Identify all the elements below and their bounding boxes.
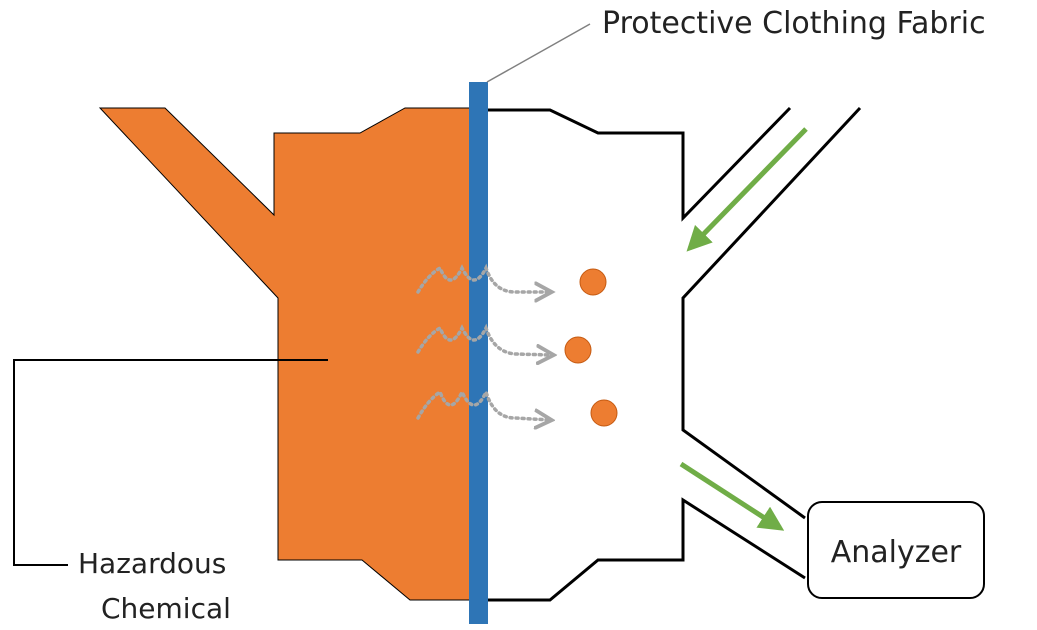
- flow-in-arrow: [686, 127, 808, 252]
- collection-chamber-outline: [486, 106, 862, 602]
- analyzer-box: [807, 501, 985, 599]
- fabric-label: Protective Clothing Fabric: [602, 6, 986, 41]
- protective-fabric-membrane: [469, 82, 488, 624]
- chemical-leader-line: [13, 359, 328, 566]
- permeation-arrows: [416, 263, 552, 420]
- chemical-label-line2: Chemical: [101, 592, 231, 625]
- particle-3: [590, 399, 618, 427]
- permeation-arrow-3: [416, 387, 550, 420]
- permeation-arrow-2: [416, 323, 552, 355]
- analyzer-label: Analyzer: [831, 535, 962, 570]
- permeated-particles: [564, 268, 618, 427]
- particle-2: [564, 336, 592, 364]
- flow-out-arrow: [679, 461, 785, 531]
- permeation-arrow-1: [416, 263, 550, 292]
- particle-1: [579, 268, 607, 296]
- hazardous-chemical-chamber: [98, 107, 472, 601]
- chemical-label-line1: Hazardous: [78, 547, 226, 580]
- fabric-leader-line: [486, 23, 591, 83]
